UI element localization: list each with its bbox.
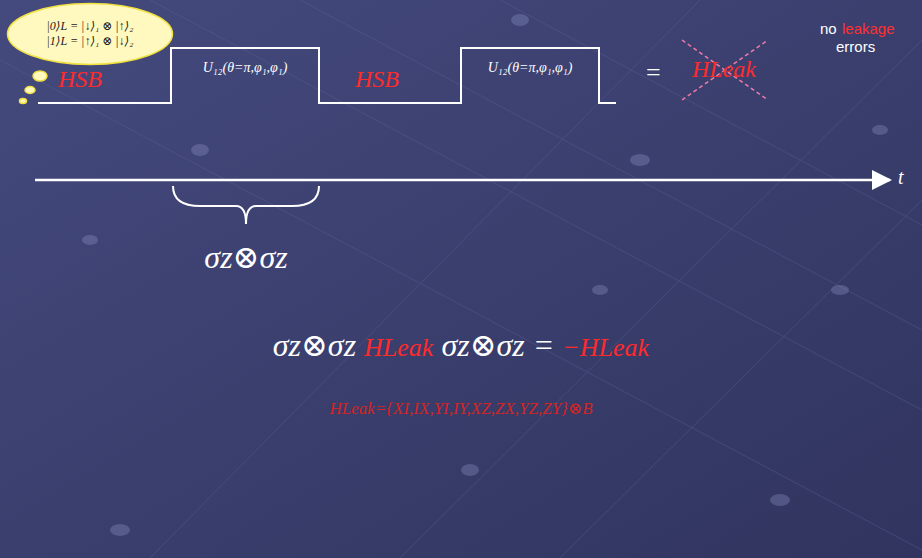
node-text: |1⟩L = |↑⟩₁ ⊗ |↓⟩₂ [47, 34, 134, 49]
thought-bubbles [20, 71, 48, 104]
time-axis [35, 179, 890, 182]
underbrace [173, 186, 319, 224]
note-text: leakage [842, 20, 895, 37]
hamiltonian-label: HSB [58, 66, 102, 93]
equation-term: HLeak [364, 333, 433, 363]
axis-label: t [898, 166, 904, 189]
bubble-ellipse [8, 4, 173, 65]
pulse-baseline [38, 102, 616, 104]
equation-term: σz⊗σz = [441, 326, 554, 364]
note-text: errors [836, 38, 875, 55]
set-definition: HLeak={XI,IX,YI,IY,XZ,ZX,YZ,ZY}⊗B [329, 398, 592, 419]
background-dots [82, 14, 888, 536]
thought-bubble: |0⟩L = |↓⟩₁ ⊗ |↑⟩₂|1⟩L = |↑⟩₁ ⊗ |↓⟩₂ [6, 2, 174, 66]
node-text: |0⟩L = |↓⟩₁ ⊗ |↑⟩₂ [47, 19, 134, 34]
cross-out [682, 40, 768, 100]
equals-sign: = [646, 58, 661, 88]
pulse-box: U₁₂(θ=π,φ₁,φ₁) [170, 47, 320, 104]
pulse-box: U₁₂(θ=π,φ₁,φ₁) [460, 47, 600, 104]
node-text: U₁₂(θ=π,φ₁,φ₁) [488, 59, 573, 77]
equation-term: σz⊗σz [273, 326, 356, 364]
note-text: no [820, 20, 837, 37]
equation-term: −HLeak [562, 333, 649, 363]
equation-row: σz⊗σz HLeak σz⊗σz = −HLeak [0, 326, 922, 364]
hamiltonian-label: HSB [355, 66, 399, 93]
node-text: U₁₂(θ=π,φ₁,φ₁) [203, 59, 288, 77]
operator-label: σz⊗σz [204, 238, 287, 276]
crossed-term: HLeak [692, 56, 756, 83]
